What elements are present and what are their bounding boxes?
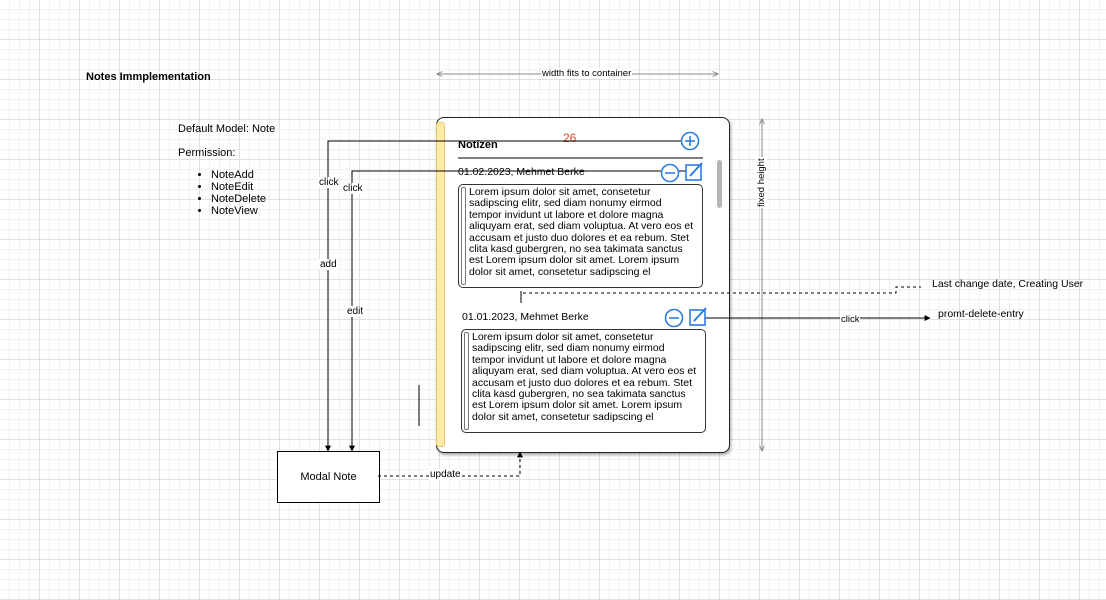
edit-icon bbox=[685, 162, 703, 181]
meta-annotation: Last change date, Creating User bbox=[932, 278, 1084, 290]
height-label: fixed height bbox=[756, 157, 767, 208]
permission-item: NoteEdit bbox=[211, 181, 266, 193]
edge-label-add: add bbox=[319, 259, 338, 270]
edge-label-update: update bbox=[429, 469, 462, 480]
meta-connector bbox=[520, 286, 921, 303]
width-label: width fits to container bbox=[541, 68, 633, 79]
note-body: Lorem ipsum dolor sit amet, consetetur s… bbox=[461, 329, 706, 433]
edit-icon bbox=[689, 307, 707, 326]
edge-label-click-edit: click bbox=[342, 183, 364, 194]
minus-circle-icon bbox=[660, 163, 680, 183]
permission-list: NoteAdd NoteEdit NoteDelete NoteView bbox=[193, 169, 266, 217]
note-body: Lorem ipsum dolor sit amet, consetetur s… bbox=[458, 184, 703, 288]
permission-item: NoteView bbox=[211, 205, 266, 217]
widget-side-bar bbox=[436, 122, 445, 447]
minus-circle-icon bbox=[664, 308, 684, 328]
edge-label-click-add: click bbox=[318, 177, 340, 188]
edge-label-click-delete: click bbox=[840, 314, 861, 325]
diagram-title: Notes Immplementation bbox=[86, 71, 211, 83]
model-label: Default Model: Note bbox=[178, 123, 276, 135]
permission-item: NoteDelete bbox=[211, 193, 266, 205]
widget-title: Notizen bbox=[458, 139, 498, 151]
permission-label: Permission: bbox=[178, 147, 236, 159]
delete-target-label: promt-delete-entry bbox=[938, 308, 1024, 320]
permission-item: NoteAdd bbox=[211, 169, 266, 181]
add-icon bbox=[680, 131, 700, 151]
modal-note-label: Modal Note bbox=[300, 471, 357, 483]
scrollbar-thumb[interactable] bbox=[717, 160, 722, 208]
edge-label-edit: edit bbox=[346, 306, 365, 317]
update-connector bbox=[378, 451, 523, 477]
modal-note: Modal Note bbox=[277, 451, 380, 503]
add-connector bbox=[325, 140, 681, 452]
note-header: 01.01.2023, Mehmet Berke bbox=[462, 311, 589, 323]
note-header: 01.02.2023, Mehmet Berke bbox=[458, 166, 585, 178]
edit-connector bbox=[349, 170, 687, 452]
